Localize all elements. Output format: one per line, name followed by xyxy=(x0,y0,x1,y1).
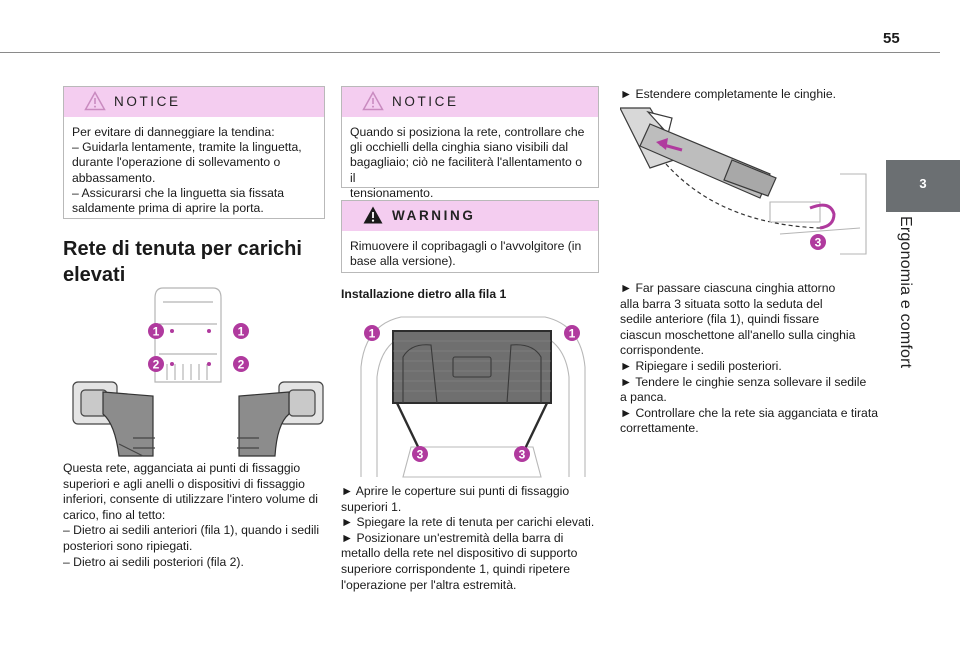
notice-line: Per evitare di danneggiare la tendina: xyxy=(72,125,275,139)
notice-line: Quando si posiziona la rete, controllare… xyxy=(350,125,585,139)
notice-text: Quando si posiziona la rete, controllare… xyxy=(342,117,598,201)
notice-line: tensionamento. xyxy=(350,185,434,200)
step-line: ► Ripiegare i sedili posteriori. xyxy=(620,358,782,373)
warning-line: Rimuovere il copribagagli o l'avvolgitor… xyxy=(350,239,582,253)
install-steps: ► Aprire le coperture sui punti di fissa… xyxy=(341,484,606,593)
notice-label: NOTICE xyxy=(114,94,181,109)
notice-header: NOTICE xyxy=(64,87,324,117)
notice-box-1: NOTICE Per evitare di danneggiare la ten… xyxy=(63,86,325,219)
callout-marker: 1 xyxy=(364,325,380,341)
step-line: ► Posizionare un'estremità della barra d… xyxy=(341,530,564,545)
callout-marker: 3 xyxy=(412,446,428,462)
notice-label: NOTICE xyxy=(392,94,459,109)
section-title: Rete di tenuta per carichi elevati xyxy=(63,236,333,288)
svg-text:3: 3 xyxy=(417,448,424,462)
svg-text:1: 1 xyxy=(153,325,160,339)
warning-label: WARNING xyxy=(392,208,476,223)
warning-text: Rimuovere il copribagagli o l'avvolgitor… xyxy=(342,231,598,269)
warning-line: base alla versione). xyxy=(350,254,456,269)
svg-text:3: 3 xyxy=(519,448,526,462)
text-line: posteriori sono ripiegati. xyxy=(63,538,193,553)
step-line: sedile anteriore (fila 1), quindi fissar… xyxy=(620,312,820,327)
warning-header: WARNING xyxy=(342,201,598,231)
callout-marker: 2 xyxy=(233,356,249,372)
step-line: alla barra 3 situata sotto la seduta del xyxy=(620,296,823,311)
warning-box: WARNING Rimuovere il copribagagli o l'av… xyxy=(341,200,599,273)
step-line: corrispondente. xyxy=(620,343,705,358)
step-line: ► Controllare che la rete sia agganciata… xyxy=(620,405,878,420)
text-line: Questa rete, agganciata ai punti di fiss… xyxy=(63,461,301,475)
callout-marker: 1 xyxy=(233,323,249,339)
notice-line: abbassamento. xyxy=(72,170,156,185)
step-line: superiori 1. xyxy=(341,499,402,514)
notice-line: saldamente prima di aprire la porta. xyxy=(72,201,264,216)
step-line: metallo della rete nel dispositivo di su… xyxy=(341,546,578,561)
section-title-line: elevati xyxy=(63,264,126,286)
callout-marker: 3 xyxy=(810,234,826,250)
notice-text: Per evitare di danneggiare la tendina: –… xyxy=(64,117,324,216)
callout-marker: 2 xyxy=(148,356,164,372)
net-anchor-diagram: 1 1 2 2 xyxy=(63,284,327,458)
notice-line: durante l'operazione di sollevamento o xyxy=(72,155,281,170)
svg-text:1: 1 xyxy=(238,325,245,339)
text-line: – Dietro ai sedili posteriori (fila 2). xyxy=(63,554,244,569)
text-line: superiori e agli anelli o dispositivi di… xyxy=(63,476,305,491)
caution-triangle-icon xyxy=(362,91,384,111)
step-line: correttamente. xyxy=(620,421,699,436)
page-number: 55 xyxy=(883,30,900,47)
install-title: Installazione dietro alla fila 1 xyxy=(341,287,507,301)
notice-line: bagagliaio; ciò ne faciliterà l'allentam… xyxy=(350,155,583,185)
step-line: a panca. xyxy=(620,390,667,405)
chapter-tab xyxy=(886,160,960,212)
intro-paragraph: Questa rete, agganciata ai punti di fiss… xyxy=(63,461,333,570)
text-line: inferiori, consente di utilizzare l'inte… xyxy=(63,492,318,507)
notice-box-2: NOTICE Quando si posiziona la rete, cont… xyxy=(341,86,599,200)
step-line: ► Far passare ciascuna cinghia attorno xyxy=(620,281,836,295)
notice-line: – Assicurarsi che la linguetta sia fissa… xyxy=(72,185,285,200)
step-extend: ► Estendere completamente le cinghie. xyxy=(620,87,836,101)
svg-text:2: 2 xyxy=(238,358,245,372)
caution-triangle-icon xyxy=(84,91,106,111)
notice-line: gli occhielli della cinghia siano visibi… xyxy=(350,140,569,155)
warning-triangle-icon xyxy=(363,206,383,224)
step-line: ► Spiegare la rete di tenuta per carichi… xyxy=(341,515,595,530)
callout-marker: 3 xyxy=(514,446,530,462)
step-line: ► Aprire le coperture sui punti di fissa… xyxy=(341,484,570,498)
net-installed-diagram: 1 1 3 3 xyxy=(341,307,603,479)
step-line: l'operazione per l'altra estremità. xyxy=(341,577,517,592)
notice-header: NOTICE xyxy=(342,87,598,117)
header-rule xyxy=(0,52,940,53)
text-line: carico, fino al tetto: xyxy=(63,507,166,522)
text-line: – Dietro ai sedili anteriori (fila 1), q… xyxy=(63,523,320,538)
step-line: ► Tendere le cinghie senza sollevare il … xyxy=(620,374,867,389)
svg-text:3: 3 xyxy=(815,236,822,250)
notice-line: – Guidarla lentamente, tramite la lingue… xyxy=(72,140,302,155)
section-title-line: Rete di tenuta per carichi xyxy=(63,238,302,260)
final-steps: ► Far passare ciascuna cinghia attorno a… xyxy=(620,281,882,437)
svg-text:1: 1 xyxy=(569,327,576,341)
step-line: ciascun moschettone all'anello sulla cin… xyxy=(620,327,856,342)
chapter-number: 3 xyxy=(919,176,927,191)
step-line: superiore corrispondente 1, quindi ripet… xyxy=(341,561,570,576)
strap-diagram: 3 xyxy=(620,104,872,264)
svg-text:2: 2 xyxy=(153,358,160,372)
callout-marker: 1 xyxy=(148,323,164,339)
callout-marker: 1 xyxy=(564,325,580,341)
svg-text:1: 1 xyxy=(369,327,376,341)
chapter-title: Ergonomia e comfort xyxy=(897,216,914,369)
